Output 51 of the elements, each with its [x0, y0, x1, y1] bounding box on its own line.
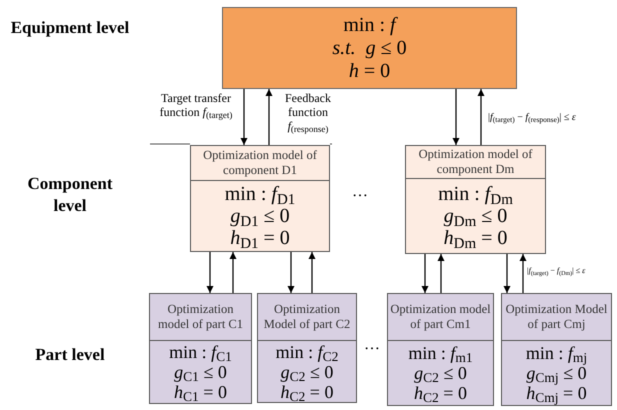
edge-label: |f$_{(target)}$ − f$_{(response)}$| ≤ ε	[488, 110, 576, 125]
formula: h$_{D1}$ = 0	[230, 227, 290, 249]
formula: g$_{C1}$ ≤ 0	[174, 362, 227, 382]
arrow	[438, 254, 444, 293]
formula: min : f$_{D1}$	[224, 183, 296, 205]
model-title: Optimization model of component D1	[202, 148, 318, 178]
formula: h$_{C1}$ = 0	[174, 382, 227, 402]
formula: min : f$_{mj}$	[526, 343, 588, 363]
component-model-box	[190, 145, 330, 252]
formula: min : f	[343, 14, 396, 36]
model-title: Optimization model of part Cm1	[389, 302, 492, 332]
arrow	[308, 252, 316, 293]
part-model-box	[501, 293, 612, 406]
formula: g$_{C2}$ ≤ 0	[280, 362, 334, 382]
formula: g$_{D1}$ ≤ 0	[230, 205, 290, 227]
formula: h$_{Dm}$ = 0	[444, 227, 508, 249]
arrow	[288, 252, 294, 293]
arrow	[206, 252, 214, 293]
formula: h = 0	[348, 60, 390, 82]
formula: h$_{C2}$ = 0	[414, 383, 467, 403]
formula: min : f$_{C1}$	[169, 342, 232, 362]
formula: h$_{C2}$ = 0	[280, 382, 334, 402]
equipment-model-box	[222, 7, 517, 89]
arrow	[478, 89, 484, 145]
arrow	[452, 89, 460, 145]
model-title: Optimization Model of part C2	[262, 302, 352, 332]
level-label: Equipment level	[10, 17, 130, 39]
arrow	[240, 89, 248, 145]
arrow	[422, 254, 428, 293]
edge-label: |f$_{(target)}$ − f$_{(Dm)}$| ≤ ε	[527, 265, 586, 277]
model-title: Optimization model of component Dm	[418, 147, 534, 177]
ellipsis: …	[352, 182, 368, 202]
formula: min : f$_{C2}$	[276, 342, 338, 362]
level-label: Component level	[26, 173, 114, 217]
arrow	[266, 89, 272, 145]
part-model-box	[387, 293, 494, 406]
arrow	[520, 254, 526, 293]
formula: g$_{Dm}$ ≤ 0	[444, 205, 508, 227]
arrow	[504, 254, 510, 293]
model-title: Optimization model of part C1	[156, 302, 244, 332]
formula: min : f$_{Dm}$	[438, 183, 513, 205]
model-title: Optimization Model of part Cmj	[504, 302, 608, 332]
formula: g$_{C2}$ ≤ 0	[414, 363, 467, 383]
ellipsis: …	[364, 335, 380, 355]
part-model-box	[257, 293, 357, 403]
level-label: Part level	[34, 344, 106, 366]
component-model-box	[405, 145, 546, 254]
arrow	[230, 252, 236, 293]
part-model-box	[149, 293, 252, 404]
formula: min : f$_{m1}$	[408, 343, 473, 363]
formula: s.t. g ≤ 0	[332, 36, 407, 60]
